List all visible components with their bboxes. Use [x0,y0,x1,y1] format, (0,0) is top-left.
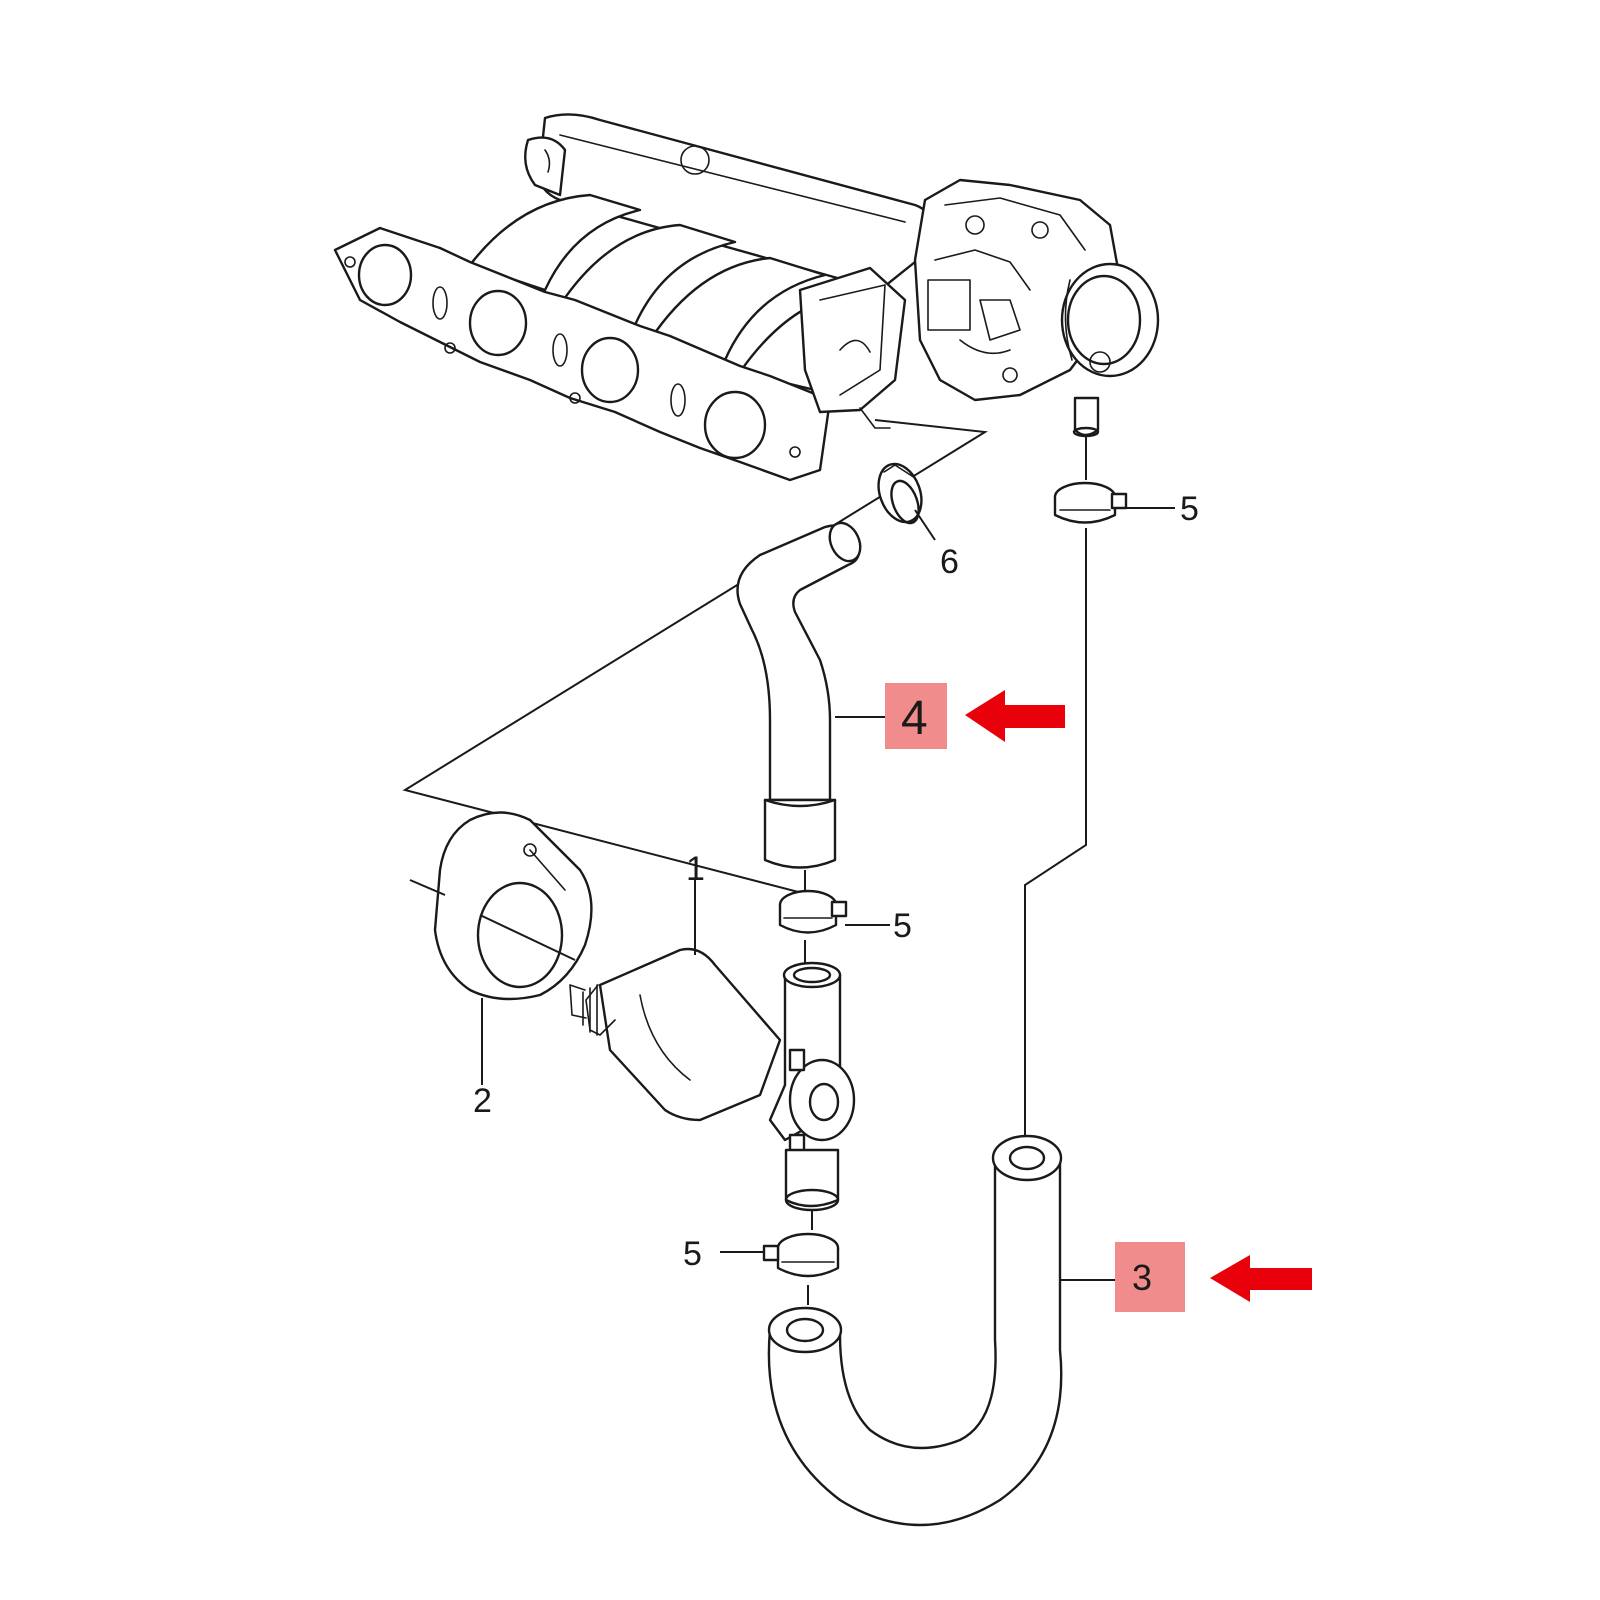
clamp-part-6 [877,462,923,525]
callout-part-3: 3 [1132,1257,1152,1298]
callout-part-1: 1 [686,850,705,888]
clamp-part-5-bottom [762,1232,840,1278]
arrow-left-icon [1210,1255,1312,1302]
callout-part-5-top: 5 [1180,490,1199,528]
highlight-box-part-4 [885,683,947,749]
callout-part-2: 2 [473,1082,492,1120]
highlight-box-part-3 [1115,1242,1185,1312]
assembly-outline [402,419,989,896]
callout-part-5-bottom: 5 [683,1235,702,1273]
clamp-part-5-middle [778,889,848,934]
hose-part-4 [736,521,862,869]
hose-part-3 [767,1134,1063,1527]
throttle-body [913,178,1160,438]
callout-part-4: 4 [901,692,928,745]
clamp-part-5-top [1053,481,1128,524]
gasket-part-2 [409,811,593,1001]
callout-part-6: 6 [940,543,959,581]
callout-part-5-middle: 5 [893,907,912,945]
intake-manifold [333,113,933,482]
air-pump-part-1 [569,947,856,1212]
arrow-left-icon [965,690,1065,742]
